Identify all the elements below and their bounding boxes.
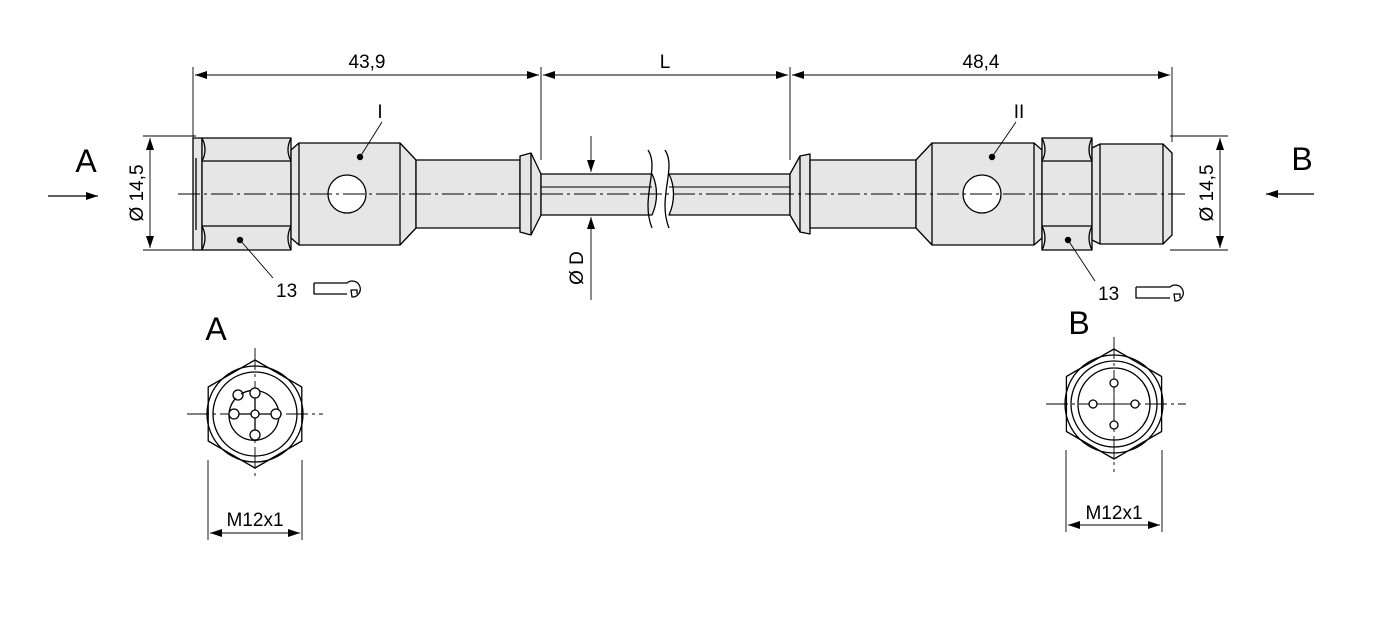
wrench-size-left: 13 (276, 281, 297, 302)
view-label-a: A (75, 143, 97, 179)
connector-labels: I II (356, 102, 1025, 161)
face-view-b: B M12x1 (1046, 305, 1186, 532)
wrench-size-right: 13 (1098, 284, 1119, 305)
wrench-right: 13 (1064, 236, 1184, 305)
thread-size-b: M12x1 (1085, 503, 1142, 524)
dimension-right-length: 48,4 (963, 52, 1000, 73)
dimension-cable-length: L (660, 52, 671, 73)
left-diameter-dimension: Ø 14,5 (127, 135, 200, 251)
face-view-a: A M12x1 (187, 311, 323, 540)
right-diameter-dimension: Ø 14,5 (1170, 135, 1228, 251)
top-dimensions: 43,9 L 48,4 (192, 52, 1173, 160)
dimension-left-length: 43,9 (349, 52, 386, 73)
view-arrow-a: A (48, 143, 98, 200)
view-arrow-b: B (1266, 141, 1314, 198)
face-label-a: A (205, 311, 227, 347)
dimension-left-diameter: Ø 14,5 (127, 164, 148, 221)
wrench-left: 13 (236, 236, 361, 302)
wrench-icon (313, 280, 361, 298)
dimension-cable-diameter: Ø D (567, 251, 588, 285)
left-connector (192, 137, 542, 251)
view-label-b: B (1291, 141, 1312, 177)
hex-outline-a (207, 359, 303, 469)
face-label-b: B (1068, 305, 1089, 341)
thread-size-a: M12x1 (226, 510, 283, 531)
connector-label-2: II (1014, 102, 1025, 123)
hex-outline-b (1065, 348, 1163, 460)
connector-label-1: I (377, 102, 382, 123)
dimension-right-diameter: Ø 14,5 (1197, 164, 1218, 221)
wrench-icon (1135, 284, 1184, 302)
cable: Ø D (540, 136, 791, 300)
